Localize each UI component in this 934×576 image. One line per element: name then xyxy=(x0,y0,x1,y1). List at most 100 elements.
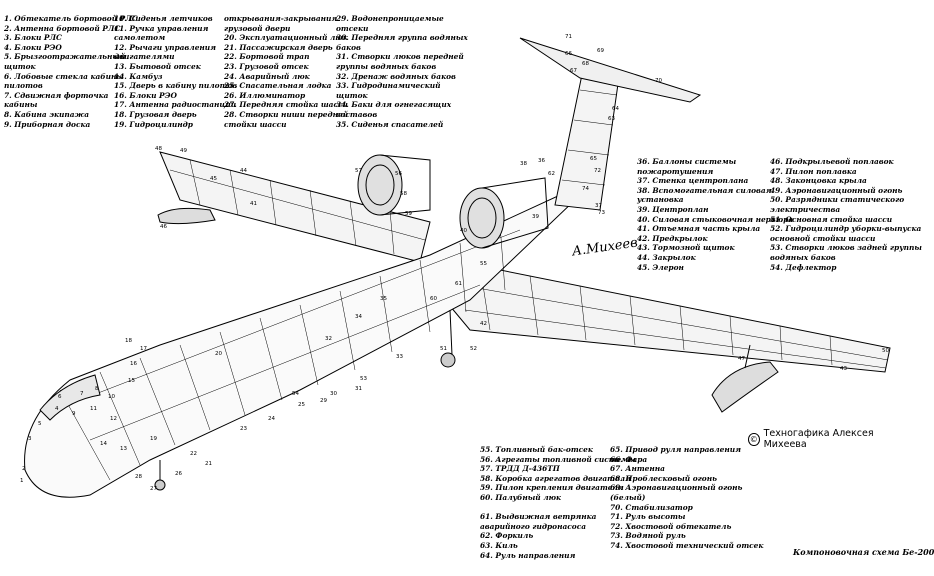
legend-item: самолетом xyxy=(114,33,166,43)
callout-26: 26 xyxy=(175,471,182,477)
legend-item: 38. Вспомогательная силовая xyxy=(637,185,772,195)
callout-53: 53 xyxy=(360,376,367,382)
callout-35: 35 xyxy=(380,296,387,302)
callout-24: 24 xyxy=(268,416,275,422)
callout-34: 34 xyxy=(355,314,362,320)
callout-10: 10 xyxy=(108,394,115,400)
callout-44: 44 xyxy=(240,168,247,174)
legend-item: 61. Выдвижная ветрянка xyxy=(480,512,597,522)
callout-30: 30 xyxy=(330,391,337,397)
legend-item: 23. Грузовой отсек xyxy=(224,61,309,71)
legend-item: пилотов xyxy=(4,81,43,91)
right-wing xyxy=(439,257,891,373)
callout-28: 28 xyxy=(135,474,142,480)
callout-73: 73 xyxy=(598,210,605,216)
legend-item: группы водяных баков xyxy=(336,61,437,71)
callout-27: 27 xyxy=(150,486,157,492)
callout-46: 46 xyxy=(160,224,167,230)
callout-65: 65 xyxy=(590,156,597,162)
callout-68: 68 xyxy=(582,61,589,67)
callout-51: 51 xyxy=(440,346,447,352)
callout-64: 64 xyxy=(612,106,619,112)
legend-item: щиток xyxy=(336,90,368,100)
callout-12: 12 xyxy=(110,416,117,422)
legend-item: составов xyxy=(336,109,378,119)
legend-item: 42. Предкрылок xyxy=(637,233,708,243)
copyright-icon: © xyxy=(748,432,760,446)
legend-item: 72. Хвостовой обтекатель xyxy=(610,521,732,531)
legend-item: 16. Блоки РЭО xyxy=(114,90,177,100)
callout-31: 31 xyxy=(355,386,362,392)
legend-item: электричества xyxy=(770,204,841,214)
legend-item: открывания-закрывания xyxy=(224,14,338,23)
legend-item: 29. Водонепроницаемые xyxy=(336,14,444,23)
legend-item: двигателями xyxy=(114,52,175,62)
callout-69: 69 xyxy=(597,48,604,54)
callout-50: 50 xyxy=(882,348,889,354)
legend-item: 2. Антенна бортовой РЛС xyxy=(4,23,121,33)
legend-item: 39. Центроплан xyxy=(637,204,709,214)
legend-item: 43. Тормозной щиток xyxy=(637,243,735,253)
legend-item: 40. Силовая стыковочная нервюра xyxy=(637,214,794,224)
legend-item: 19. Гидроцилиндр xyxy=(114,119,193,129)
callout-6: 6 xyxy=(58,394,62,400)
callout-9: 9 xyxy=(72,411,76,417)
callout-25: 25 xyxy=(298,402,305,408)
callout-45: 45 xyxy=(210,176,217,182)
engine-right xyxy=(459,177,549,249)
callout-18: 18 xyxy=(125,338,132,344)
legend-item: 59. Пилон крепления двигателя xyxy=(480,483,624,493)
engine-left xyxy=(357,154,431,216)
callout-8: 8 xyxy=(95,386,99,392)
legend-item: щиток xyxy=(4,61,36,71)
callout-71: 71 xyxy=(565,34,572,40)
legend-item: водяных баков xyxy=(770,252,836,262)
legend-item: 22. Бортовой трап xyxy=(224,52,310,62)
legend-item: 47. Пилон поплавка xyxy=(770,166,857,176)
legend-item: 12. Рычаги управления xyxy=(114,42,217,52)
diagram-caption: Компоновочная схема Бе-200 xyxy=(793,547,934,557)
callout-23: 23 xyxy=(240,426,247,432)
callout-60: 60 xyxy=(430,296,437,302)
callout-3: 3 xyxy=(28,436,32,442)
callout-37: 37 xyxy=(595,203,602,209)
callout-38: 38 xyxy=(520,161,527,167)
legend-item: 52. Гидроцилиндр уборки-выпуска xyxy=(770,224,922,234)
legend-item: 5. Брызгоотражательный xyxy=(4,52,126,62)
legend-item: 55. Топливный бак-отсек xyxy=(480,445,593,454)
legend-item: 58. Коробка агрегатов двигателя xyxy=(480,473,631,483)
legend-item: 70. Стабилизатор xyxy=(610,502,693,512)
legend-item: баков xyxy=(336,42,361,52)
legend-item: 71. Руль высоты xyxy=(610,512,686,522)
callout-61: 61 xyxy=(455,281,462,287)
callout-43: 43 xyxy=(840,366,847,372)
legend-item: грузовой двери xyxy=(224,23,291,33)
callout-11: 11 xyxy=(90,406,97,412)
legend-item: 67. Антенна xyxy=(610,464,665,474)
legend-item: 35. Сиденья спасателей xyxy=(336,119,444,129)
credit-text: Техногафика Алексея Михеева xyxy=(763,428,874,450)
legend-item: кабины xyxy=(4,100,38,110)
legend-item: 37. Стенка центроплана xyxy=(637,176,749,186)
legend-item: 68. Проблесковый огонь xyxy=(610,473,717,483)
legend-item: 63. Киль xyxy=(480,540,518,550)
legend-item: 34. Баки для огнегасящих xyxy=(336,100,452,110)
legend-item: 66. Фара xyxy=(610,454,648,464)
legend-item: 11. Ручка управления xyxy=(114,23,209,33)
callout-59: 59 xyxy=(405,211,412,217)
legend-item: 30. Передняя группа водяных xyxy=(336,33,468,43)
callout-1: 1 xyxy=(20,478,24,484)
legend-item: 8. Кабина экипажа xyxy=(4,109,90,119)
legend-item: 48. Законцовка крыла xyxy=(770,176,867,186)
legend-item: 32. Дренаж водяных баков xyxy=(336,71,456,81)
legend-item: 25. Спасательная лодка xyxy=(224,81,332,91)
legend-item: 10. Сиденья летчиков xyxy=(114,14,213,23)
main-landing-gear xyxy=(440,309,456,368)
legend-item: 65. Привод руля направления xyxy=(610,445,742,454)
callout-58: 58 xyxy=(400,191,407,197)
legend-item: 7. Сдвижная форточка xyxy=(4,90,109,100)
callout-5: 5 xyxy=(38,421,42,427)
